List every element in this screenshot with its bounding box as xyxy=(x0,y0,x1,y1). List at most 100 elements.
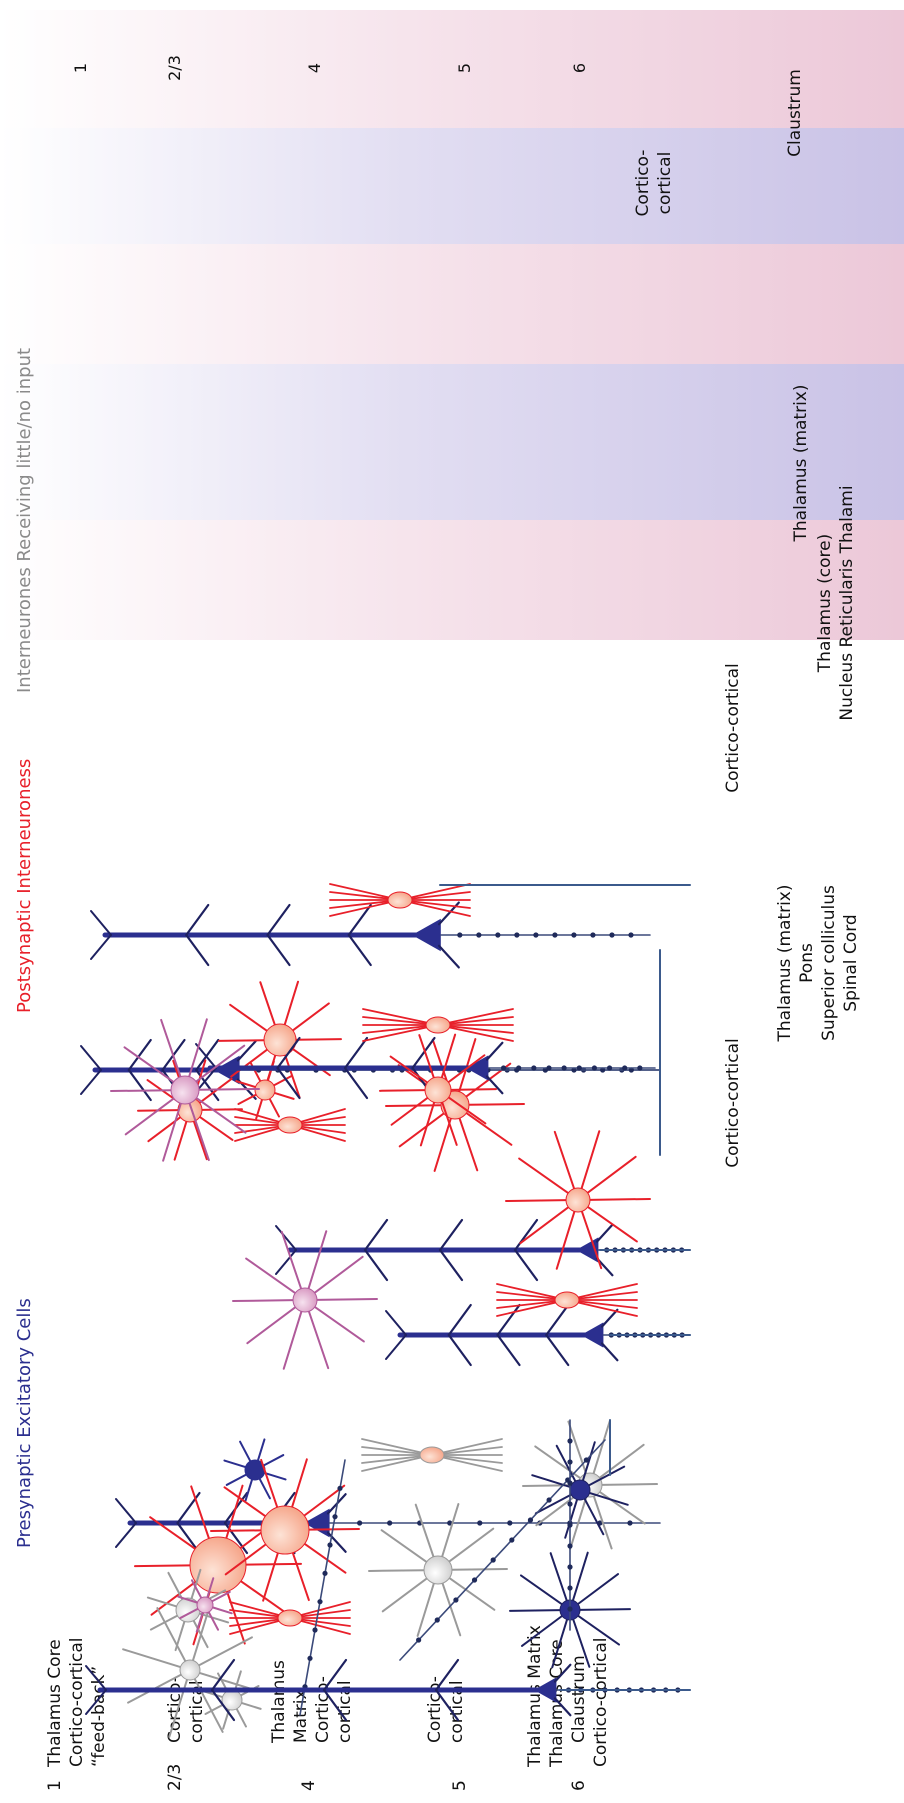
col2-red-1-dendrite xyxy=(230,1005,267,1031)
col5-pyramid-oblique xyxy=(515,1250,537,1280)
col7-pyramid-cc-dendrite xyxy=(580,1609,630,1610)
col6-pink-dendrite xyxy=(315,1257,363,1293)
col7-pyramid-claustrum-oblique xyxy=(212,1660,234,1690)
col7-gray-1-soma xyxy=(424,1556,452,1584)
col4-bipolar-soma xyxy=(426,1017,450,1033)
col1-axon-branch-bouton xyxy=(322,1571,327,1576)
col1-red-basket-2-dendrite xyxy=(305,1544,346,1573)
col6-pyramid-oblique xyxy=(546,1335,568,1365)
col4-pyramid-axon-bouton xyxy=(592,1065,597,1070)
col1-pyramid-axon-bouton xyxy=(627,1520,632,1525)
col7-gray-1-dendrite xyxy=(382,1530,427,1562)
layer-descriptions: 1 Thalamus Core Cortico-cortical “feed-b… xyxy=(45,1625,611,1791)
col2-red-3-dendrite xyxy=(238,1095,256,1104)
col7-axon-2-bouton xyxy=(567,1438,572,1443)
col7-pyramid-cc-dendrite xyxy=(551,1553,567,1600)
col7-axon-2-bouton xyxy=(567,1543,572,1548)
col7-axon-1-bouton xyxy=(453,1597,458,1602)
layer-desc-1-line1: Thalamus Core xyxy=(45,1639,65,1768)
col7-axon-2-bouton xyxy=(567,1585,572,1590)
col3-pyramid-oblique xyxy=(268,935,290,965)
col3-pyramid-axon-bouton xyxy=(571,932,576,937)
col4-pyramid-axon-bouton xyxy=(546,1065,551,1070)
band-label-4: 4 xyxy=(305,63,324,73)
col1-red-basket-2-dendrite xyxy=(263,1553,278,1601)
proj-col5-line2: Nucleus Reticularis Thalami xyxy=(837,485,857,720)
col2-red-1-dendrite xyxy=(293,1003,329,1030)
col6-pyramid-oblique xyxy=(449,1305,471,1335)
layer-num-5: 5 xyxy=(450,1780,470,1791)
col3-pyramid-axon-bouton xyxy=(628,932,633,937)
col1-stellate-dendrite xyxy=(224,1461,245,1468)
col4-pyramid-axon-bouton xyxy=(577,1065,582,1070)
col7-axon-2-bouton xyxy=(567,1522,572,1527)
col4-pink-1-soma xyxy=(171,1076,199,1104)
layer-bands xyxy=(0,10,904,640)
col7-pyramid-cc-dendrite xyxy=(573,1553,588,1601)
col7-gray-2-dendrite xyxy=(600,1492,645,1524)
col4-pink-1-dendrite xyxy=(163,1103,181,1160)
col7-gray-bipolar-soma xyxy=(420,1447,444,1463)
col1-pyramid-tuft xyxy=(116,1499,136,1523)
col6-pyramid-oblique xyxy=(498,1335,520,1365)
proj-col3-line1: Thalamus (matrix) xyxy=(775,885,795,1043)
col3-pyramid-tuft xyxy=(91,935,111,959)
col3-pyramid-axon-bouton xyxy=(533,932,538,937)
col1-pyramid-axon-bouton xyxy=(387,1520,392,1525)
proj-col7-cc-line1: Cortico- xyxy=(633,150,653,217)
col5-red-1-dendrite xyxy=(520,1207,568,1243)
col3-pyramid-oblique xyxy=(268,905,290,935)
col4-pyramid-basal xyxy=(487,1076,502,1093)
col5-red-1-dendrite xyxy=(588,1207,637,1242)
col1-gray-2-dendrite xyxy=(123,1649,180,1667)
proj-col2-label: Cortico-cortical xyxy=(723,1038,743,1167)
col2-red-1-dendrite xyxy=(293,1049,330,1075)
col1-pyramid-tuft xyxy=(116,1523,136,1547)
col6-pyramid-oblique xyxy=(498,1305,520,1335)
col1-gray-3-dendrite xyxy=(237,1709,246,1727)
col6-pyramid-soma xyxy=(581,1322,603,1347)
col3-pyramid-basal xyxy=(439,946,459,968)
proj-col6-label: Thalamus (matrix) xyxy=(791,385,811,543)
col4-red-1-dendrite xyxy=(380,1090,425,1091)
col7-axon-2-bouton xyxy=(567,1459,572,1464)
col4-pyramid-axon-bouton xyxy=(562,1065,567,1070)
col7-axon-1-bouton xyxy=(416,1637,421,1642)
band-label-1: 1 xyxy=(71,63,90,73)
col5-pyramid-oblique xyxy=(365,1250,387,1280)
col7-gray-2-dendrite xyxy=(600,1445,644,1478)
col1-gray-2-soma xyxy=(180,1660,200,1680)
col2-red-1-dendrite xyxy=(219,1040,264,1041)
col7-gray-2-dendrite xyxy=(568,1422,586,1474)
header-presynaptic: Presynaptic Excitatory Cells xyxy=(14,1298,35,1548)
col4-pyramid-oblique xyxy=(345,1068,367,1098)
col2-red-1-dendrite xyxy=(296,1039,341,1040)
col3-bipolar-soma xyxy=(388,892,412,908)
col1-axon-branch-bouton xyxy=(307,1656,312,1661)
col1-bipolar-soma xyxy=(278,1610,302,1626)
band-layer-2-3 xyxy=(0,128,904,244)
col1-red-basket-2-dendrite xyxy=(261,1460,277,1507)
col3-pyramid-axon-bouton xyxy=(495,932,500,937)
col6-pink-dendrite xyxy=(284,1311,302,1368)
col4-red-1-dendrite xyxy=(392,1098,428,1125)
col6-bipolar-soma xyxy=(555,1292,579,1308)
col2-bipolar-soma xyxy=(278,1117,302,1133)
col1-red-basket-2-dendrite xyxy=(211,1530,261,1531)
col1-gray-3-dendrite xyxy=(242,1703,261,1709)
col4-pink-2-soma xyxy=(197,1597,213,1613)
col1-pyramid-oblique xyxy=(178,1493,200,1523)
col4-pyramid-axon-bouton xyxy=(501,1065,506,1070)
col1-axon-branch-bouton xyxy=(317,1599,322,1604)
col7-gray-1-dendrite xyxy=(443,1583,461,1635)
layer-num-2-3: 2/3 xyxy=(165,1764,185,1791)
proj-col3-line2: Pons xyxy=(797,943,817,983)
col6-pink-dendrite xyxy=(233,1300,293,1301)
col1-red-basket-2-dendrite xyxy=(292,1459,307,1507)
col6-pyramid-basal xyxy=(602,1310,617,1327)
col5-red-1-soma xyxy=(566,1188,590,1212)
col2-red-3-dendrite xyxy=(275,1093,294,1099)
col3-pyramid-axon-bouton xyxy=(514,932,519,937)
layer-desc-6-line4: Cortico-cortical xyxy=(591,1638,611,1767)
col4-pyramid-oblique xyxy=(345,1038,367,1068)
